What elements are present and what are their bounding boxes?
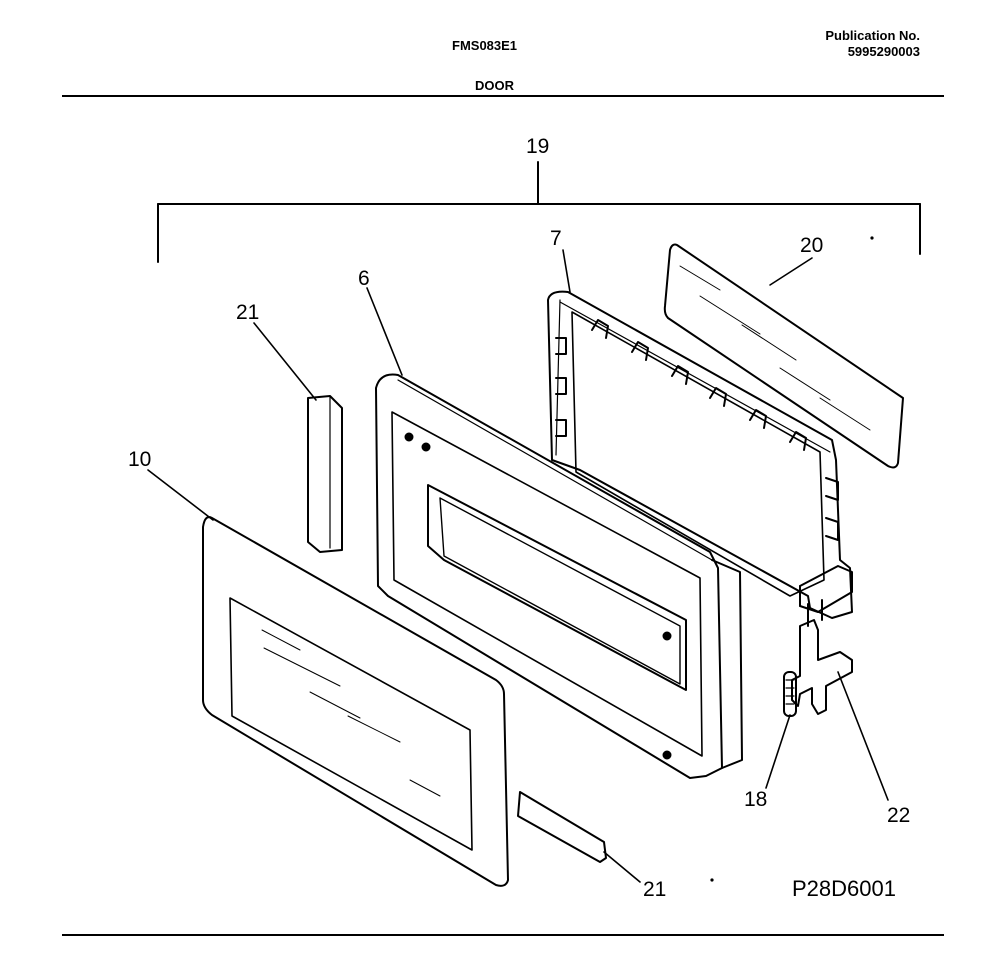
stray-dot	[710, 878, 714, 882]
model-number: FMS083E1	[452, 38, 518, 53]
section-title: DOOR	[475, 78, 514, 93]
header-rule	[62, 95, 944, 97]
footer-rule	[62, 934, 944, 936]
callout-21-lower: 21	[643, 878, 666, 901]
callout-21-upper: 21	[236, 301, 259, 324]
callout-20: 20	[800, 234, 823, 257]
callout-6: 6	[358, 267, 370, 290]
door-body	[375, 373, 743, 779]
stray-dot	[870, 236, 874, 240]
callout-19: 19	[526, 135, 549, 158]
latch-hook	[791, 599, 853, 715]
inner-frame	[547, 290, 853, 619]
callout-10: 10	[128, 448, 151, 471]
callout-22: 22	[887, 804, 910, 827]
publication-label: Publication No.	[825, 28, 920, 43]
publication-block: Publication No. 5995290003	[825, 28, 920, 60]
glass-panel	[663, 243, 904, 469]
figure-code: P28D6001	[792, 876, 896, 901]
outer-door-panel	[202, 516, 509, 887]
callout-18: 18	[744, 788, 767, 811]
publication-number: 5995290003	[847, 44, 920, 59]
callout-7: 7	[550, 227, 562, 250]
door-strip-lower	[517, 791, 607, 863]
door-strip-upper	[307, 395, 343, 553]
leader-lines	[147, 249, 889, 883]
assembly-bracket	[157, 161, 921, 263]
